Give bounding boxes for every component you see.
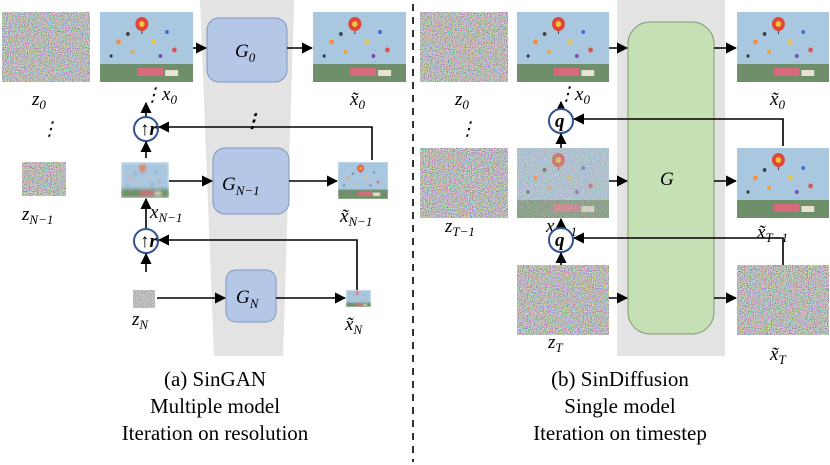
caption-b-line2: Single model xyxy=(564,394,676,418)
image-b-xT-1 xyxy=(517,148,609,218)
label-x0: x0 xyxy=(161,84,177,107)
label-b-zT: zT xyxy=(547,332,563,355)
q-symbol-1: q xyxy=(555,111,565,132)
noise-b-zT xyxy=(517,265,609,335)
image-x-tilde-N-1 xyxy=(338,162,388,199)
caption-a-line2: Multiple model xyxy=(149,394,281,418)
caption-b: (b) SinDiffusion Single model Iteration … xyxy=(470,366,770,447)
dots-generators: ⋮ xyxy=(243,111,262,132)
generator-gN-label: GN xyxy=(236,287,260,311)
generator-g-label: G xyxy=(660,169,674,190)
label-z0: z0 xyxy=(31,89,46,112)
caption-a-line1: (a) SinGAN xyxy=(163,367,267,391)
label-b-x0: x0 xyxy=(574,84,590,107)
label-xN-1: xN−1 xyxy=(149,202,182,225)
feedback-xN-up xyxy=(157,234,358,290)
noise-b-z0 xyxy=(420,12,508,82)
label-b-x-tilde-0: x̃0 xyxy=(769,89,785,112)
caption-a-line3: Iteration on resolution xyxy=(121,421,309,445)
noise-zN xyxy=(133,290,155,308)
label-x-tilde-N: x̃N xyxy=(344,314,363,337)
image-b-x-tilde-0 xyxy=(737,12,829,82)
label-zN: zN xyxy=(131,309,149,332)
panel-sin-diffusion: z0 ⋮ x0 ⋮ x̃0 G q zT−1 xT−1 x̃T xyxy=(420,0,829,367)
dots-upsample: ⋮ xyxy=(143,85,162,106)
caption-b-line3: Iteration on timestep xyxy=(533,421,707,445)
label-zN-1: zN−1 xyxy=(21,204,53,227)
noise-b-zT-1 xyxy=(420,148,508,218)
noise-zN-1 xyxy=(22,162,66,196)
generator-g0-label: G0 xyxy=(235,41,256,65)
upsample-symbol-1: ↑r xyxy=(140,119,158,140)
label-b-x-tilde-T: x̃T xyxy=(769,344,786,367)
dots-left: ⋮ xyxy=(40,119,59,140)
label-b-zT-1: zT−1 xyxy=(444,216,475,239)
image-b-x-tilde-T-1 xyxy=(737,148,829,218)
feedback-xN1-up xyxy=(157,121,373,160)
panel-sin-gan: G0 z0 x0 x̃0 ⋮ ⋮ ⋮ ↑r zN−1 xN−1 GN−1 xyxy=(2,0,406,356)
image-x-tilde-0 xyxy=(313,12,406,82)
feedback-b-2 xyxy=(572,232,784,265)
upsample-symbol-2: ↑r xyxy=(140,231,158,252)
image-x-tilde-N xyxy=(346,290,371,307)
image-xN-1 xyxy=(121,162,169,198)
q-symbol-2: q xyxy=(555,230,565,251)
label-x-tilde-0: x̃0 xyxy=(349,89,365,112)
caption-a: (a) SinGAN Multiple model Iteration on r… xyxy=(70,366,360,447)
image-b-x0 xyxy=(517,12,609,82)
label-x-tilde-N-1: x̃N−1 xyxy=(339,206,372,229)
image-b-x-tilde-T xyxy=(737,265,829,335)
generator-gN-1-label: GN−1 xyxy=(222,174,260,198)
label-b-z0: z0 xyxy=(454,89,469,112)
caption-b-line1: (b) SinDiffusion xyxy=(551,367,689,391)
noise-z0 xyxy=(2,12,90,82)
image-x0 xyxy=(100,12,193,82)
feedback-b-1 xyxy=(572,113,784,146)
dots-b-q: ⋮ xyxy=(557,84,576,105)
dots-b-left: ⋮ xyxy=(458,119,477,140)
